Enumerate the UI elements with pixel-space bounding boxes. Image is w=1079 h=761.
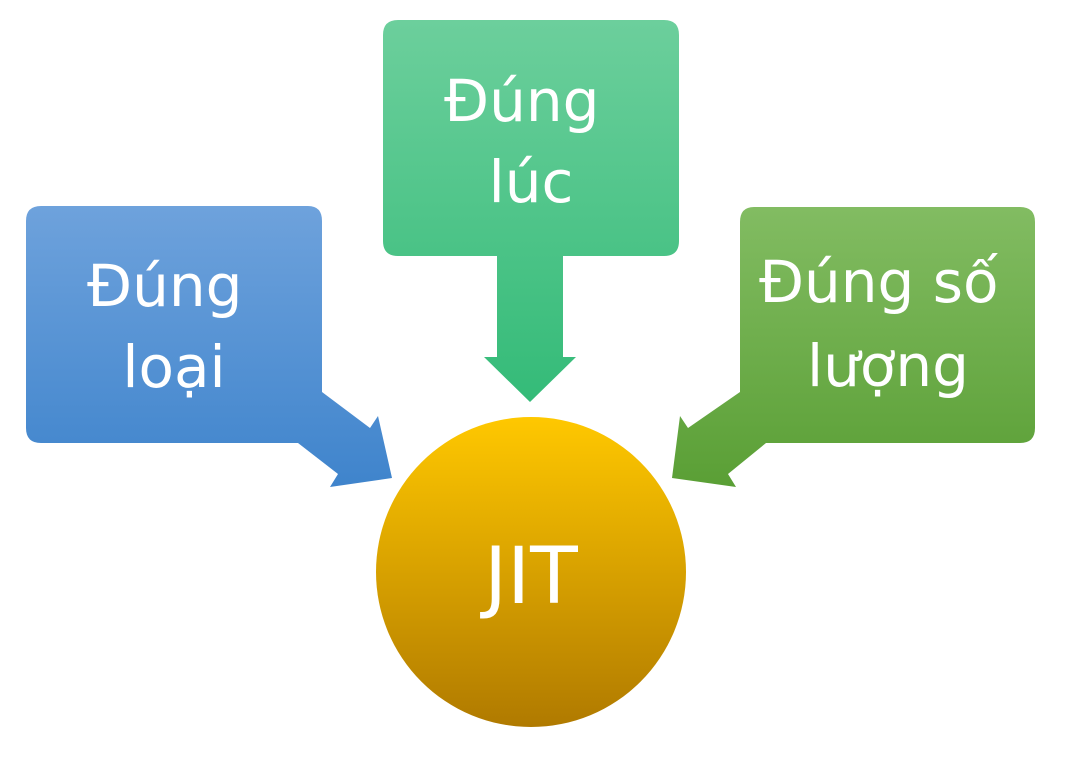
node-right-line-2: lượng	[807, 332, 969, 400]
svg-text:Đúng số lượng: Đúng số lượng	[759, 248, 1017, 400]
svg-text:Đúng loại: Đúng loại	[87, 252, 261, 401]
center-label: JIT	[479, 532, 578, 622]
node-top-line-1: Đúng	[444, 67, 599, 135]
node-right-shape	[672, 207, 1035, 487]
svg-text:Đúng lúc: Đúng lúc	[444, 67, 618, 216]
node-top: Đúng lúc	[383, 20, 679, 402]
center-node: JIT	[376, 417, 686, 727]
node-right-line-1: Đúng số	[759, 248, 998, 316]
node-right: Đúng số lượng	[672, 207, 1035, 487]
node-left-shape	[26, 206, 392, 487]
node-left-line-1: Đúng	[87, 252, 242, 320]
node-top-shape	[383, 20, 679, 402]
center-circle	[376, 417, 686, 727]
node-left: Đúng loại	[26, 206, 392, 487]
node-top-line-2: lúc	[489, 148, 574, 216]
node-left-line-2: loại	[122, 333, 225, 401]
